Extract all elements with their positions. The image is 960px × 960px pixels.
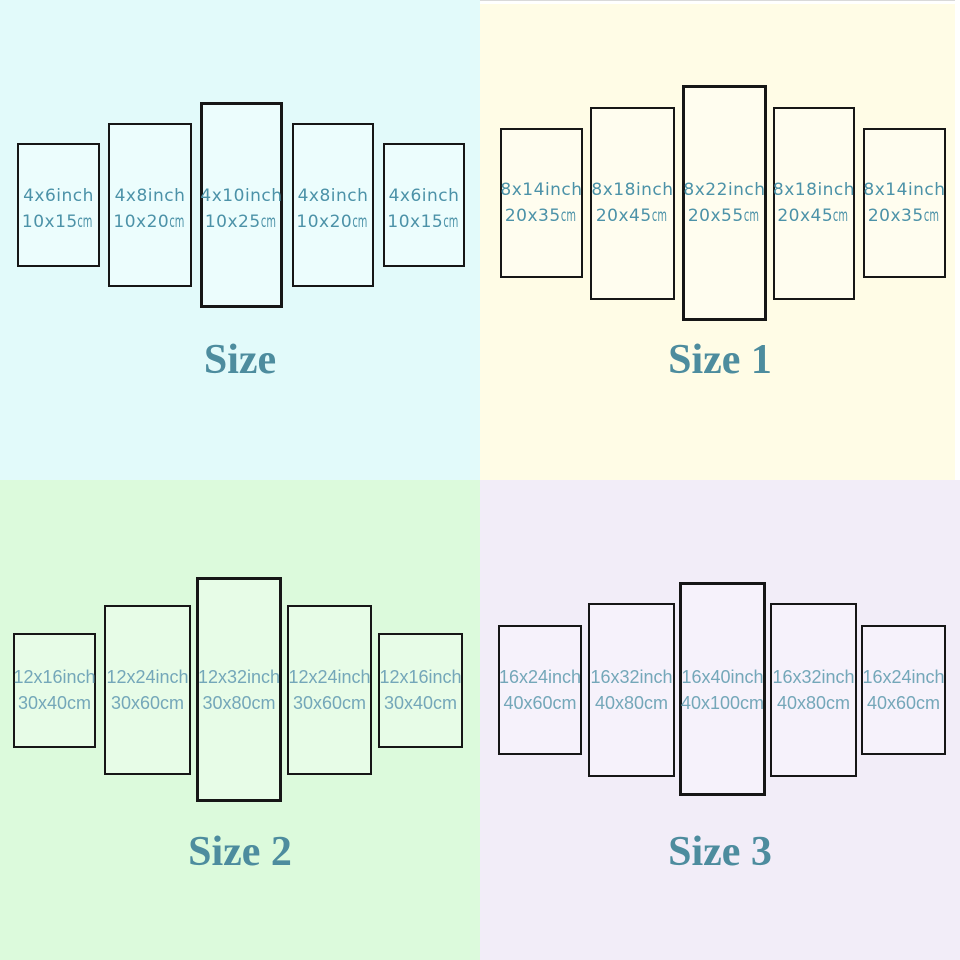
size-panel (287, 605, 372, 775)
white-margin-top (480, 0, 960, 4)
size-panel (682, 85, 767, 321)
size-panel (590, 107, 675, 300)
size-panel (200, 102, 283, 308)
size-panel (773, 107, 855, 300)
size-panel (383, 143, 465, 267)
size-panel (498, 625, 582, 755)
size-panel (500, 128, 583, 278)
size-panel (196, 577, 282, 802)
size-panel (104, 605, 191, 775)
size-panel (17, 143, 100, 267)
quadrant-title: Size 1 (668, 337, 772, 383)
size-panel (13, 633, 96, 748)
quadrant-title: Size 2 (188, 829, 292, 875)
quadrant-title: Size (203, 337, 277, 383)
white-margin-right (955, 0, 960, 480)
size-panel (292, 123, 374, 287)
quadrant-title: Size 3 (668, 829, 772, 875)
size-panel (588, 603, 675, 777)
size-panel (770, 603, 857, 777)
size-panel (861, 625, 946, 755)
size-panel (863, 128, 946, 278)
size-panel (108, 123, 192, 287)
size-panel (378, 633, 463, 748)
size-panel (679, 582, 766, 796)
